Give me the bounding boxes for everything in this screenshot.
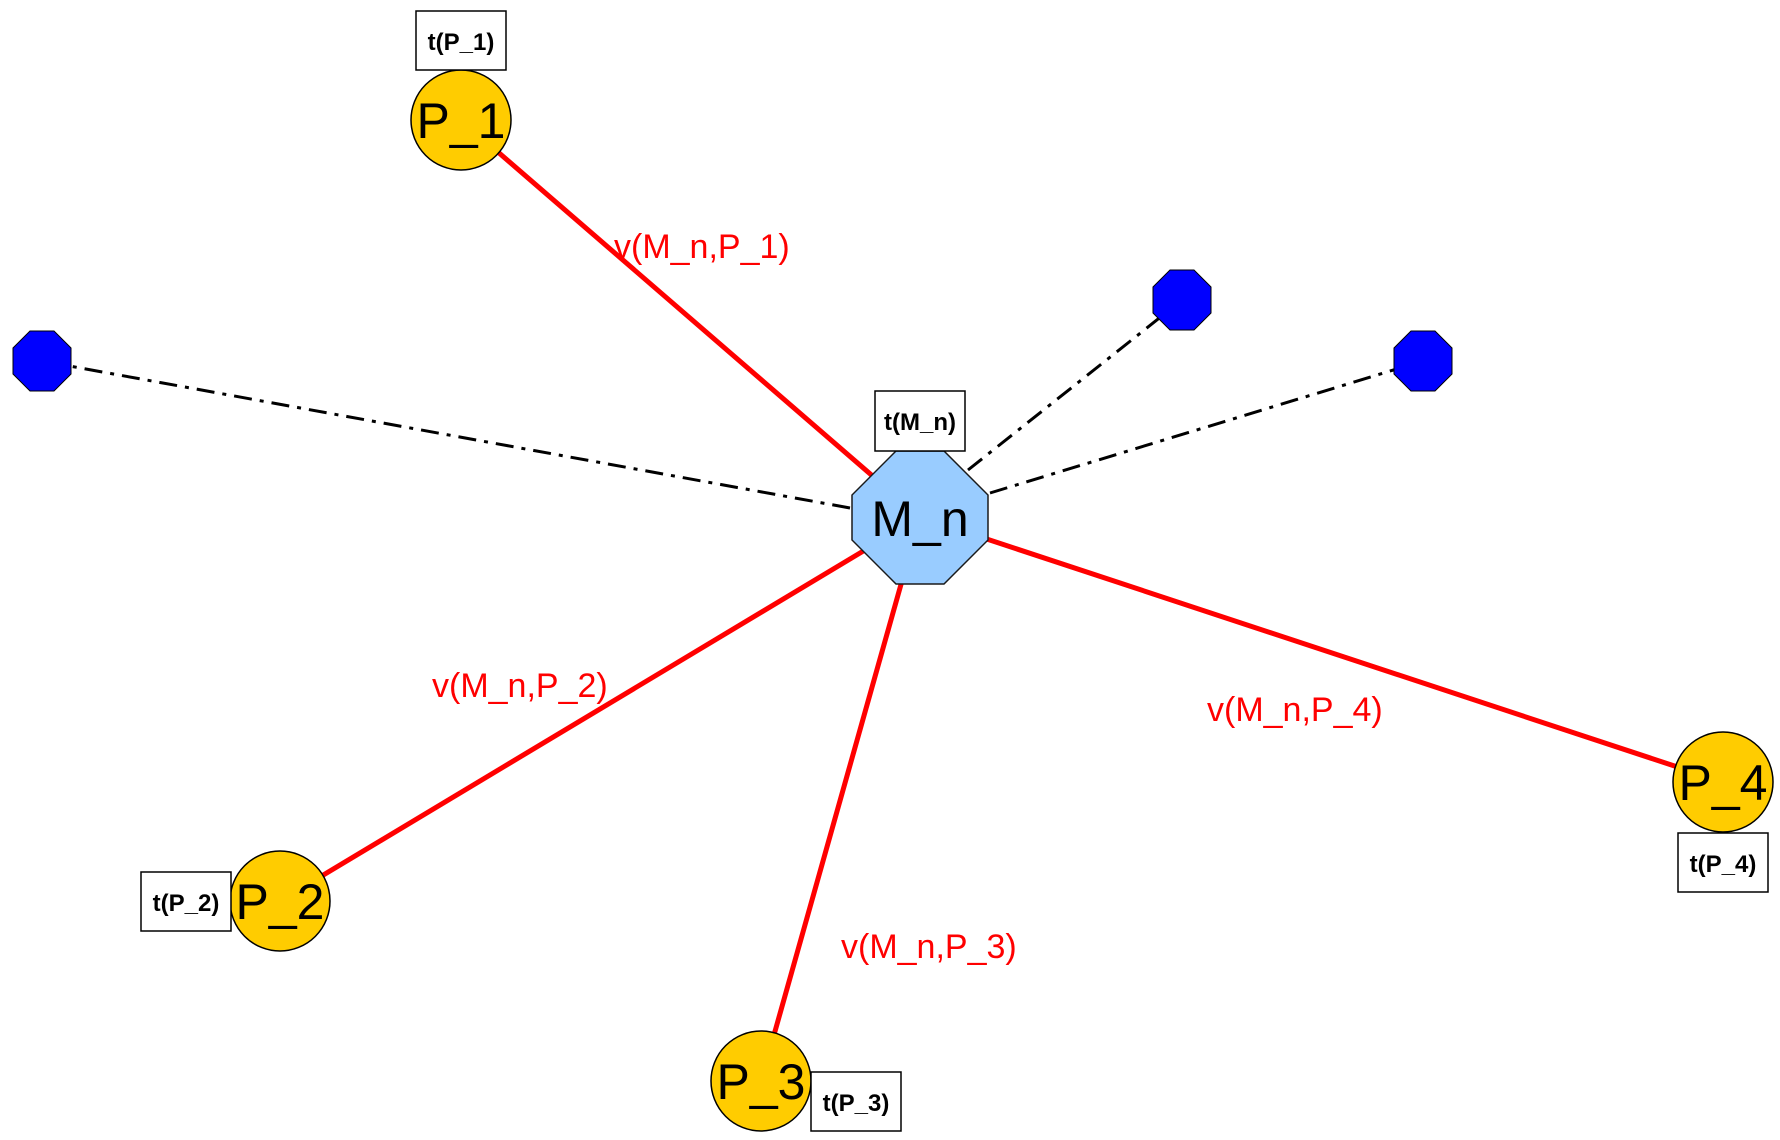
edge-label-p-1: v(M_n,P_1) — [614, 228, 790, 266]
edge-m-n-p-1 — [459, 118, 922, 519]
dashed-edge-2 — [967, 298, 1183, 472]
peer-node-p-4-circle — [1672, 731, 1774, 833]
solid-edges — [278, 118, 1724, 1082]
edge-m-n-p-3 — [758, 516, 923, 1082]
peer-node-p-1: P_1 t(P_1) — [410, 10, 512, 171]
peer-node-p-3-tag: t(P_3) — [823, 1090, 890, 1117]
other-node-1 — [12, 330, 72, 392]
peer-node-p-4-tag: t(P_4) — [1690, 851, 1757, 878]
peer-node-p-2-label: P_2 — [236, 874, 325, 930]
peer-node-p-3-label: P_3 — [717, 1054, 806, 1110]
central-node-tag-box — [874, 390, 966, 452]
central-node: M_n t(M_n) — [851, 390, 989, 585]
peer-node-p-4: P_4 t(P_4) — [1672, 731, 1774, 893]
peer-node-p-4-label: P_4 — [1679, 755, 1768, 811]
peer-node-p-2: P_2 t(P_2) — [140, 850, 331, 952]
edge-m-n-p-4 — [919, 514, 1724, 785]
other-node-2 — [1152, 269, 1212, 331]
central-node-tag: t(M_n) — [884, 409, 956, 436]
peer-node-p-1-label: P_1 — [417, 93, 506, 149]
other-nodes — [12, 269, 1453, 392]
other-node-3 — [1393, 330, 1453, 392]
peer-node-p-3-tag-box — [810, 1071, 902, 1132]
peer-node-p-3: P_3 t(P_3) — [710, 1030, 902, 1132]
dashed-edges — [41, 298, 1424, 510]
peer-node-p-2-tag-box — [140, 871, 232, 932]
central-node-label: M_n — [871, 491, 968, 547]
peer-node-p-1-tag: t(P_1) — [428, 29, 495, 56]
peer-node-p-1-tag-box — [415, 10, 507, 71]
edge-m-n-p-2 — [278, 514, 922, 904]
peer-node-p-4-tag-box — [1677, 832, 1769, 893]
edge-label-p-4: v(M_n,P_4) — [1207, 691, 1383, 729]
peer-node-p-2-tag: t(P_2) — [153, 890, 220, 917]
central-node-shape — [851, 450, 989, 585]
dashed-edge-1 — [41, 359, 851, 510]
edge-label-p-2: v(M_n,P_2) — [432, 667, 608, 705]
edge-label-p-3: v(M_n,P_3) — [841, 928, 1017, 966]
edge-labels: v(M_n,P_1) v(M_n,P_2) v(M_n,P_3) v(M_n,P… — [432, 228, 1383, 966]
dashed-edge-3 — [989, 359, 1424, 495]
